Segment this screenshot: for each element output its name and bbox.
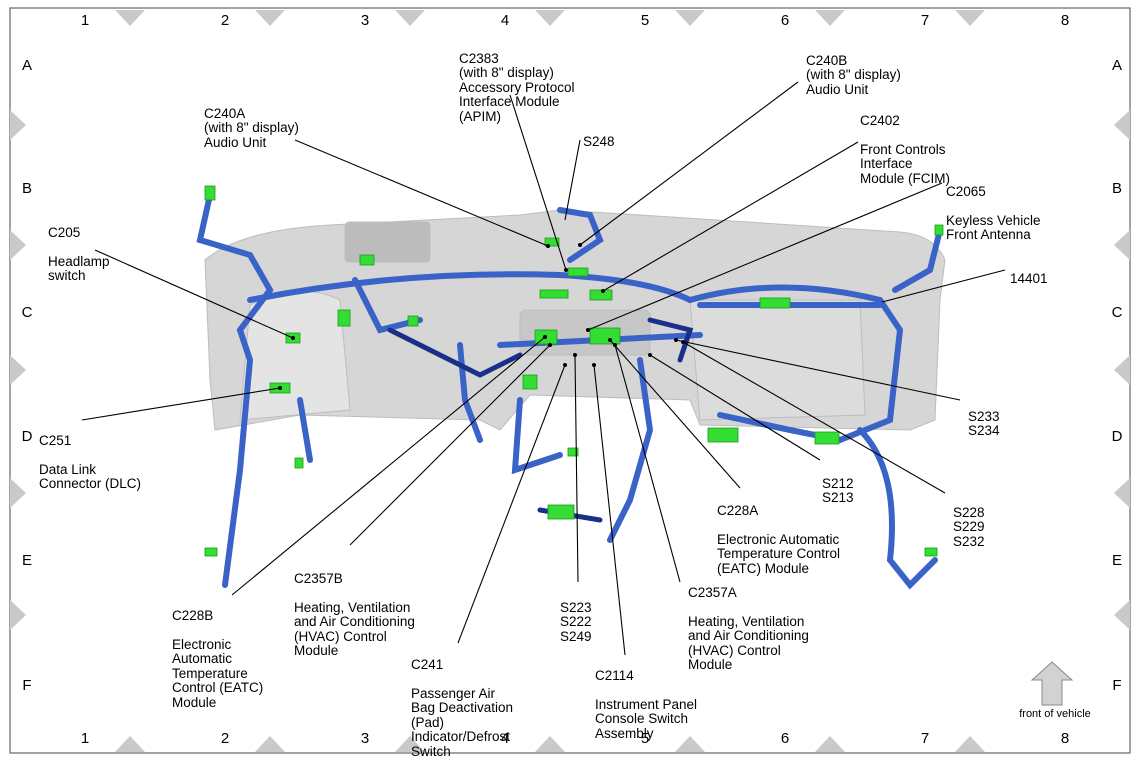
row-label-e-left: E (21, 552, 32, 569)
callout-id: C2065 (946, 183, 986, 199)
callout-c251: C251 Data Link Connector (DLC) (39, 419, 141, 506)
callout-c240b: C240B (with 8" display) Audio Unit (806, 39, 901, 97)
row-label-b-right: B (1111, 180, 1122, 197)
callout-id: S212 S213 (822, 475, 854, 505)
callout-id: C240A (204, 105, 246, 121)
callout-text: Data Link Connector (DLC) (39, 461, 142, 491)
row-label-f-left: F (22, 677, 32, 694)
callout-c228a: C228A Electronic Automatic Temperature C… (717, 489, 840, 591)
col-label-1-top: 1 (80, 12, 90, 29)
callout-c2065: C2065 Keyless Vehicle Front Antenna (946, 170, 1041, 257)
callout-id: C228B (172, 607, 214, 623)
col-label-4-top: 4 (500, 12, 510, 29)
callout-id: C251 (39, 432, 72, 448)
row-label-a-left: A (21, 57, 32, 74)
callout-id: 14401 (1010, 270, 1048, 286)
col-label-2-top: 2 (220, 12, 230, 29)
callout-c2402: C2402 Front Controls Interface Module (F… (860, 99, 950, 201)
row-label-c-left: C (21, 304, 33, 321)
col-label-3-bottom: 3 (360, 730, 370, 747)
leader-lines (81, 81, 1006, 656)
callout-text: Front Controls Interface Module (FCIM) (860, 141, 951, 186)
callout-id: C241 (411, 656, 444, 672)
row-label-a-right: A (1111, 57, 1122, 74)
callout-id: S233 S234 (968, 408, 1000, 438)
callout-text: (with 8" display) Accessory Protocol Int… (459, 65, 575, 124)
col-label-7-bottom: 7 (920, 730, 930, 747)
leader-dots (278, 243, 685, 390)
callout-c2114: C2114 Instrument Panel Console Switch As… (595, 654, 697, 756)
connectors (204, 185, 944, 557)
callout-text: Passenger Air Bag Deactivation (Pad) Ind… (411, 685, 514, 759)
callout-id: C2357A (688, 584, 737, 600)
col-label-1-bottom: 1 (80, 730, 90, 747)
callout-text: Heating, Ventilation and Air Conditionin… (294, 599, 415, 658)
callout-c205: C205 Headlamp switch (48, 211, 110, 298)
callout-text: (with 8" display) Audio Unit (204, 120, 299, 150)
callout-14401: 14401 (1010, 257, 1048, 301)
callout-id: C2383 (459, 50, 499, 66)
instrument-panel (204, 209, 946, 431)
callout-s212: S212 S213 (822, 462, 854, 520)
callout-text: Electronic Automatic Temperature Control… (717, 531, 841, 576)
col-label-8-top: 8 (1060, 12, 1070, 29)
callout-c240a: C240A (with 8" display) Audio Unit (204, 92, 299, 150)
callout-text: (with 8" display) Audio Unit (806, 67, 901, 97)
callout-s223: S223 S222 S249 (560, 586, 592, 659)
callout-id: C2114 (595, 667, 634, 683)
col-label-3-top: 3 (360, 12, 370, 29)
front-arrow-icon (1030, 661, 1074, 706)
row-label-f-right: F (1112, 677, 1122, 694)
row-label-c-right: C (1111, 304, 1123, 321)
callout-id: C228A (717, 502, 759, 518)
callout-c228b: C228B Electronic Automatic Temperature C… (172, 594, 263, 725)
callout-text: Heating, Ventilation and Air Conditionin… (688, 613, 809, 672)
grid-markers (10, 10, 1130, 752)
callout-s228: S228 S229 S232 (953, 491, 985, 564)
col-label-5-bottom: 5 (640, 730, 650, 747)
callout-c2357a: C2357A Heating, Ventilation and Air Cond… (688, 571, 809, 687)
row-label-e-right: E (1111, 552, 1122, 569)
callout-c2357b: C2357B Heating, Ventilation and Air Cond… (294, 557, 415, 673)
callout-id: C2402 (860, 112, 900, 128)
col-label-8-bottom: 8 (1060, 730, 1070, 747)
callout-c2383: C2383 (with 8" display) Accessory Protoc… (459, 37, 575, 124)
row-label-b-left: B (21, 180, 32, 197)
col-label-4-bottom: 4 (500, 730, 510, 747)
callout-text: Headlamp switch (48, 253, 110, 283)
callout-c241: C241 Passenger Air Bag Deactivation (Pad… (411, 643, 513, 774)
callout-text: Electronic Automatic Temperature Control… (172, 636, 264, 710)
callout-text: Instrument Panel Console Switch Assembly (595, 696, 698, 741)
callout-text: Keyless Vehicle Front Antenna (946, 212, 1041, 242)
callout-id: C205 (48, 224, 81, 240)
callout-id: C240B (806, 52, 848, 68)
callout-id: C2357B (294, 570, 343, 586)
front-of-vehicle-label: front of vehicle (1019, 708, 1091, 720)
col-label-6-bottom: 6 (780, 730, 790, 747)
col-label-5-top: 5 (640, 12, 650, 29)
col-label-6-top: 6 (780, 12, 790, 29)
row-label-d-left: D (21, 428, 33, 445)
col-label-7-top: 7 (920, 12, 930, 29)
callout-id: S248 (583, 133, 615, 149)
callout-id: S223 S222 S249 (560, 599, 592, 644)
col-label-2-bottom: 2 (220, 730, 230, 747)
callout-id: S228 S229 S232 (953, 504, 985, 549)
row-label-d-right: D (1111, 428, 1123, 445)
callout-s248: S248 (583, 120, 615, 164)
callout-s233: S233 S234 (968, 395, 1000, 453)
